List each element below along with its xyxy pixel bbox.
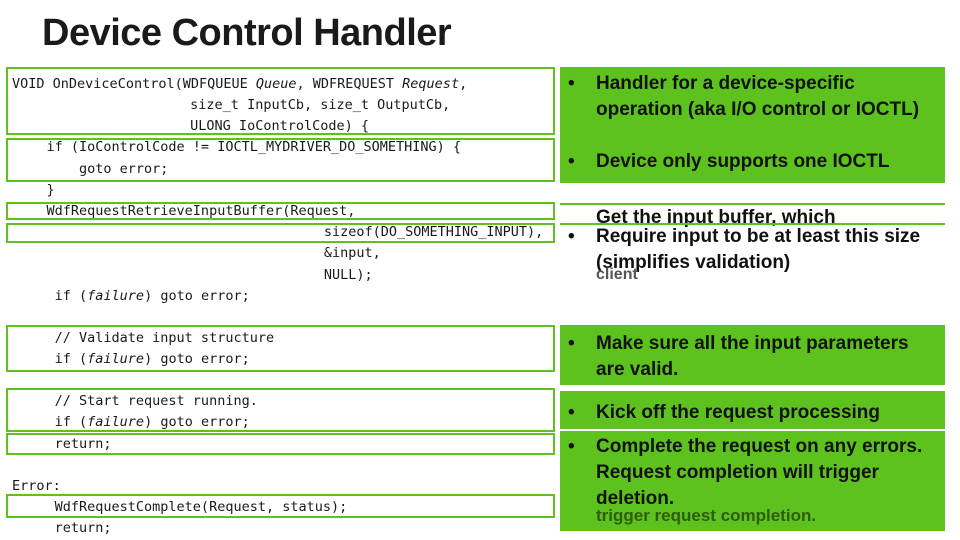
code-highlight-6	[6, 388, 555, 432]
code-placeholder: failure	[87, 288, 145, 304]
divider-line	[560, 203, 945, 205]
code-text: ) goto error;	[144, 351, 250, 367]
slide-title: Device Control Handler	[42, 12, 452, 54]
code-placeholder: failure	[87, 351, 145, 367]
code-line-16: return;	[14, 436, 112, 452]
code-line-12: // Validate input structure	[14, 330, 275, 346]
bullet: •	[568, 73, 575, 94]
code-text: Device	[68, 76, 118, 92]
code-highlight-3	[6, 202, 555, 220]
note-box-handler: • Handler for a device-specific operatio…	[560, 67, 945, 147]
code-line-8: sizeof(DO_SOMETHING_INPUT),	[80, 224, 544, 240]
bullet: •	[568, 436, 575, 457]
code-highlight-2	[6, 138, 555, 182]
note-text: Complete the request on any errors. Requ…	[596, 436, 923, 509]
overlapped-note-text: Get the input buffer, which	[596, 207, 836, 228]
overlapped-note-text: trigger request completion.	[596, 506, 817, 525]
code-line-11: if (failure) goto error;	[14, 288, 250, 304]
code-text: ,	[459, 76, 468, 92]
bullet: •	[568, 151, 575, 172]
code-text: ) goto error;	[144, 288, 250, 304]
code-line-18: WdfRequestComplete(Request, status);	[14, 499, 348, 515]
code-highlight-8	[6, 494, 555, 518]
code-line-7: WdfRequestRetrieveInputBuffer(Request,	[14, 203, 356, 219]
code-line-3: ULONG IoControlCode) {	[52, 118, 369, 134]
code-line-6: }	[14, 182, 55, 198]
code-line-1: VOID OnDeviceControl(WDFQUEUE Queue, WDF…	[12, 76, 467, 92]
bullet: •	[568, 226, 575, 247]
code-text: if (	[14, 288, 88, 304]
note-text: Handler for a device-specific operation …	[596, 73, 920, 120]
note-box-complete: • Complete the request on any errors. Re…	[560, 431, 945, 531]
note-text: Require input to be at least this size (…	[596, 226, 921, 273]
code-text: Control(WDFQUEUE	[117, 76, 256, 92]
code-line-14: // Start request running.	[14, 393, 258, 409]
code-line-4: if (IoControlCode != IOCTL_MYDRIVER_DO_S…	[14, 139, 462, 155]
code-line-17: Error:	[12, 478, 61, 494]
code-highlight-5	[6, 325, 555, 372]
code-highlight-1	[6, 67, 555, 135]
note-text: Make sure all the input parameters are v…	[596, 333, 909, 380]
code-text: if (	[14, 414, 88, 430]
overlapped-note-text: client	[596, 266, 638, 283]
code-line-13: if (failure) goto error;	[14, 351, 250, 367]
code-placeholder: failure	[87, 414, 145, 430]
note-box-validate: • Make sure all the input parameters are…	[560, 325, 945, 385]
note-text: Kick off the request processing	[596, 402, 881, 423]
divider-line	[560, 223, 945, 225]
code-param: Request	[402, 76, 460, 92]
note-box-kick-off: • Kick off the request processing	[560, 391, 945, 429]
code-text: if (	[14, 351, 88, 367]
code-line-19: return;	[14, 520, 112, 536]
code-line-9: &input,	[80, 245, 381, 261]
note-text: Device only supports one IOCTL	[596, 151, 890, 172]
code-line-15: if (failure) goto error;	[14, 414, 250, 430]
bullet: •	[568, 333, 575, 354]
code-text: ) goto error;	[144, 414, 250, 430]
code-text: , WDFREQUEST	[296, 76, 403, 92]
code-text: VOID On	[12, 76, 69, 92]
code-param: Queue	[255, 76, 297, 92]
code-line-2: size_t InputCb, size_t OutputCb,	[52, 97, 451, 113]
code-line-5: goto error;	[14, 161, 169, 177]
code-highlight-7	[6, 433, 555, 455]
code-highlight-4	[6, 223, 555, 243]
note-box-one-ioctl: • Device only supports one IOCTL	[560, 147, 945, 183]
code-line-10: NULL);	[80, 267, 373, 283]
bullet: •	[568, 402, 575, 423]
